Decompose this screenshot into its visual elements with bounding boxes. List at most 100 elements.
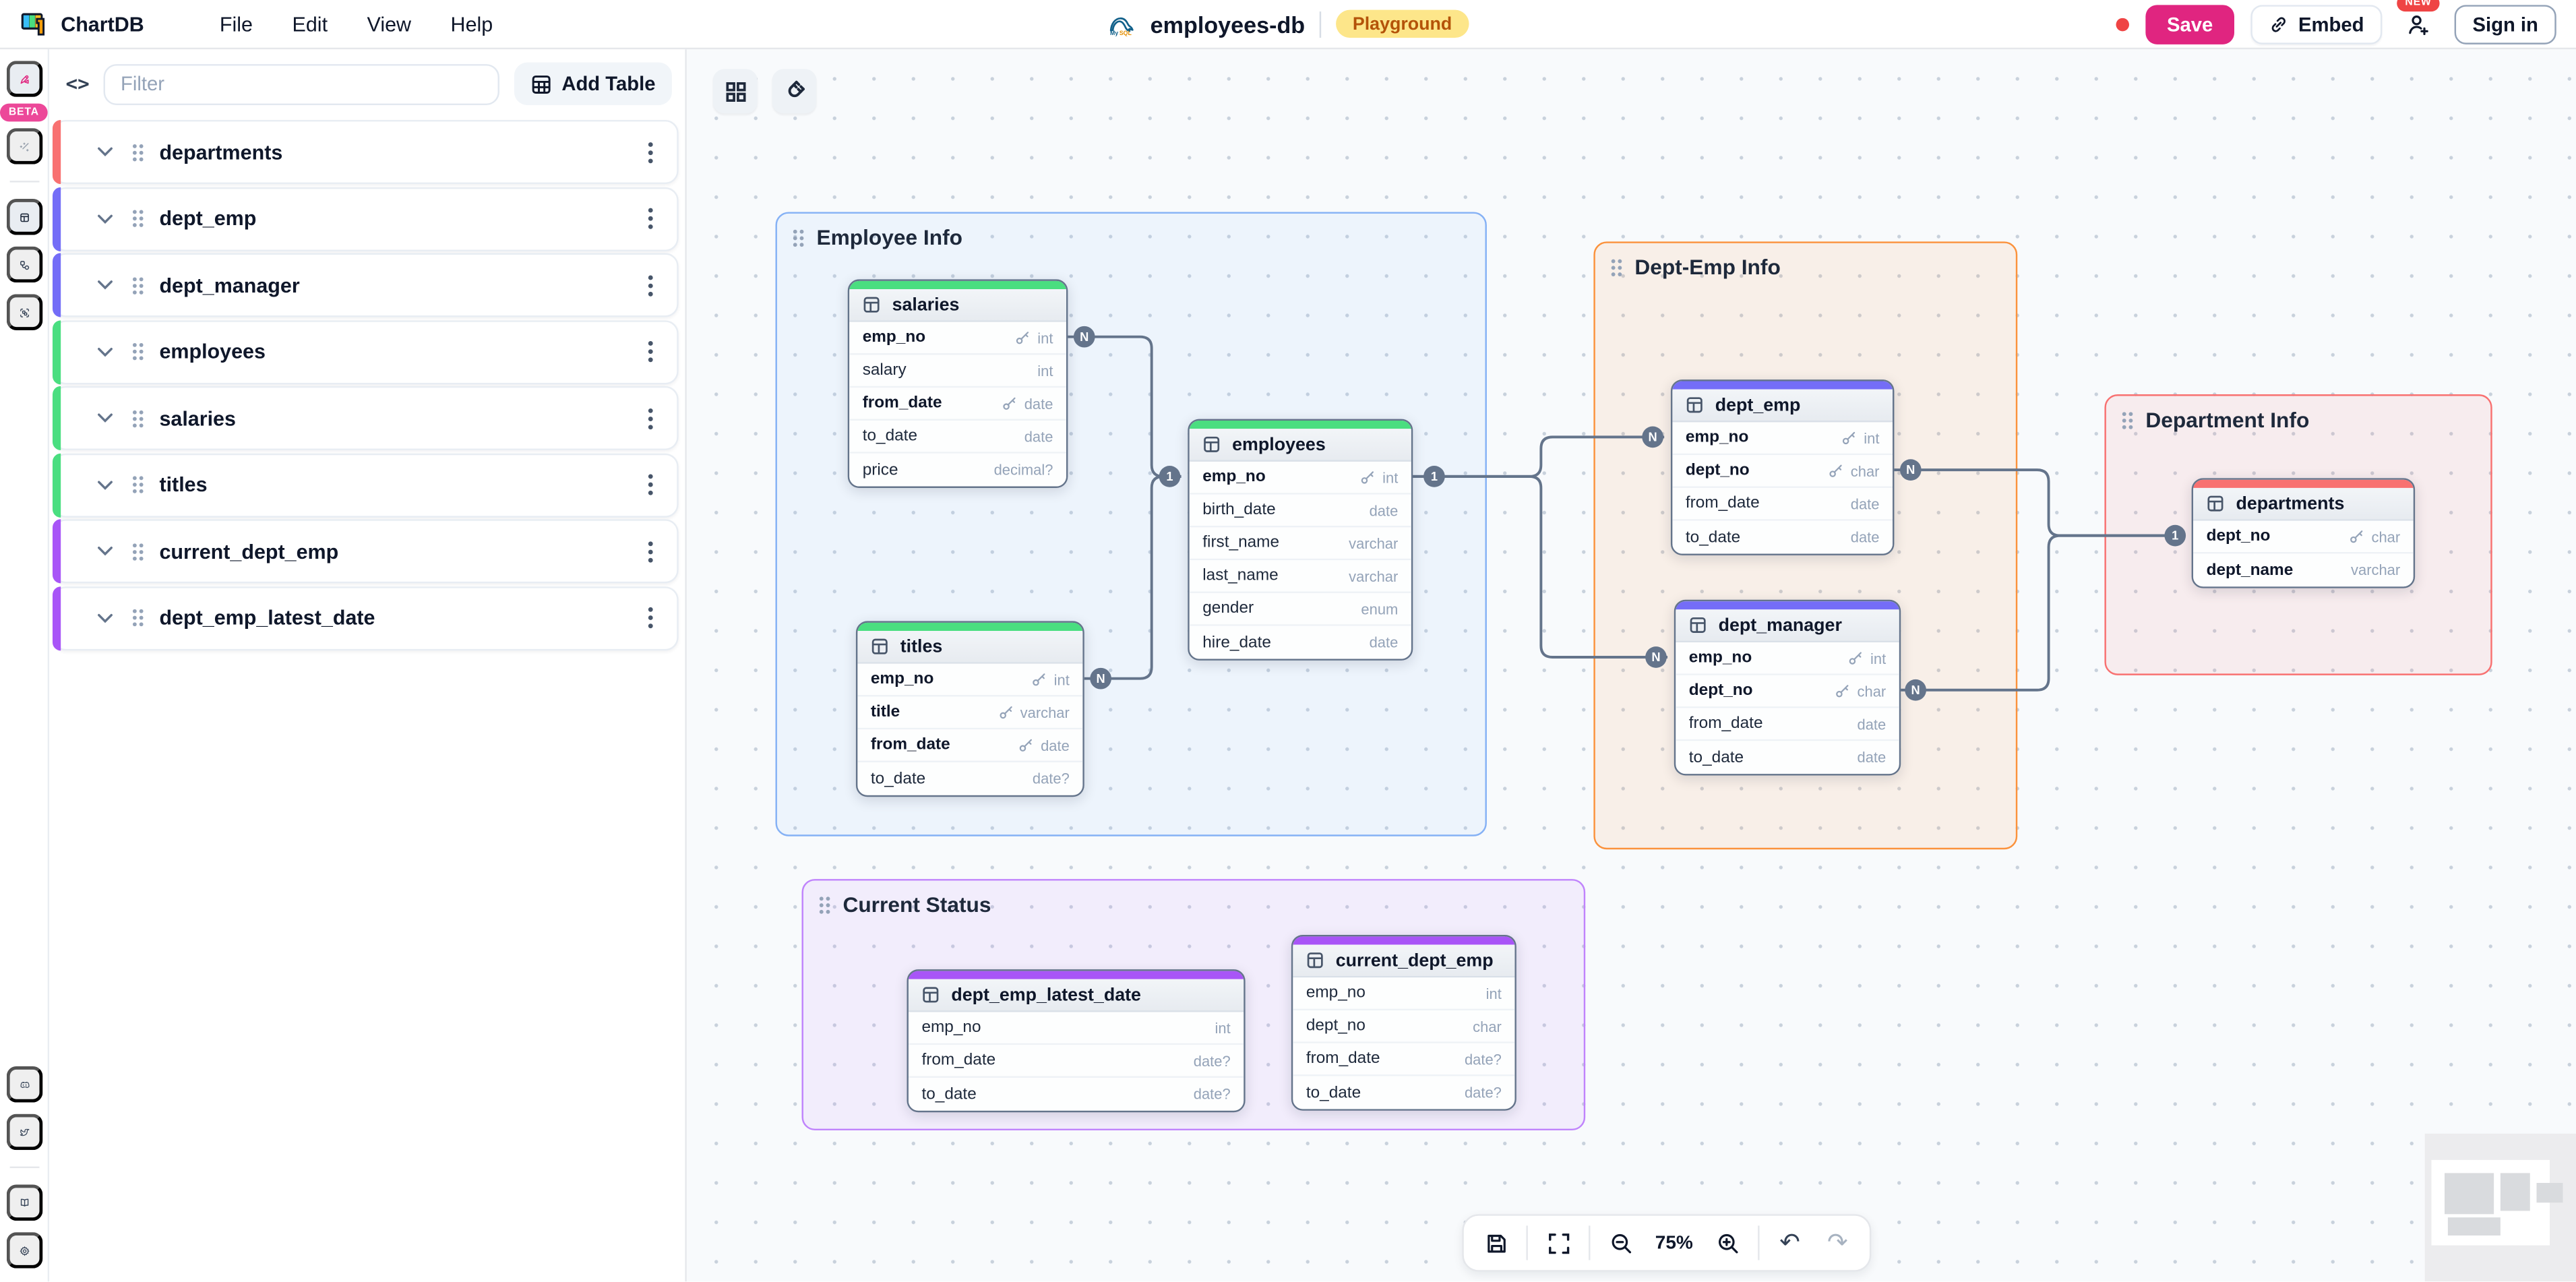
table-list-item[interactable]: dept_manager xyxy=(53,253,679,317)
menu-edit[interactable]: Edit xyxy=(276,6,344,42)
group-area-label[interactable]: Department Info xyxy=(2121,408,2490,432)
invite-user-button[interactable]: NEW xyxy=(2397,0,2440,44)
table-node-header[interactable]: dept_emp_latest_date xyxy=(908,979,1244,1012)
redo-button[interactable]: ↷ xyxy=(1815,1221,1860,1265)
filter-input[interactable] xyxy=(104,63,499,104)
table-menu-button[interactable] xyxy=(641,470,661,499)
table-list-item[interactable]: dept_emp_latest_date xyxy=(53,585,679,650)
rail-tables-icon[interactable] xyxy=(5,198,42,235)
table-list-item[interactable]: dept_emp xyxy=(53,186,679,251)
save-diagram-button[interactable] xyxy=(1473,1221,1518,1265)
rail-relationships-icon[interactable] xyxy=(5,246,42,283)
rail-discord-icon[interactable] xyxy=(5,1066,42,1103)
table-menu-button[interactable] xyxy=(641,603,661,633)
table-node-header[interactable]: salaries xyxy=(849,289,1066,322)
chartdb-logo-button[interactable]: ChartDB xyxy=(20,4,160,44)
save-button[interactable]: Save xyxy=(2145,4,2234,44)
table-node-header[interactable]: employees xyxy=(1189,429,1411,462)
table-list-item[interactable]: employees xyxy=(53,319,679,384)
table-node-header[interactable]: dept_manager xyxy=(1676,609,1899,643)
expand-chevron-icon[interactable] xyxy=(94,609,117,627)
rail-diagram-editor-icon[interactable] xyxy=(5,61,42,97)
group-area-label[interactable]: Employee Info xyxy=(792,225,1485,250)
expand-chevron-icon[interactable] xyxy=(94,276,117,295)
table-node-header[interactable]: current_dept_emp xyxy=(1293,944,1515,978)
rail-twitter-icon[interactable] xyxy=(5,1113,42,1151)
auto-arrange-button[interactable] xyxy=(712,69,758,114)
table-menu-button[interactable] xyxy=(641,138,661,167)
expand-chevron-icon[interactable] xyxy=(94,342,117,361)
drag-handle-icon[interactable] xyxy=(131,209,145,228)
menu-file[interactable]: File xyxy=(204,6,270,42)
table-menu-button[interactable] xyxy=(641,270,661,300)
sign-in-button[interactable]: Sign in xyxy=(2454,4,2556,44)
drag-handle-icon[interactable] xyxy=(131,142,145,162)
drag-handle-icon[interactable] xyxy=(131,342,145,361)
rail-select-area-icon[interactable] xyxy=(5,294,42,330)
table-list-item[interactable]: current_dept_emp xyxy=(53,519,679,584)
code-view-icon[interactable]: <> xyxy=(65,72,90,96)
table-node-header[interactable]: departments xyxy=(2193,487,2414,521)
table-node-header[interactable]: dept_emp xyxy=(1672,389,1893,423)
drag-handle-icon[interactable] xyxy=(131,408,145,428)
menu-help[interactable]: Help xyxy=(434,6,509,42)
table-node-header[interactable]: titles xyxy=(857,631,1083,664)
rail-settings-icon[interactable] xyxy=(5,1232,42,1269)
expand-chevron-icon[interactable] xyxy=(94,409,117,427)
minimap[interactable] xyxy=(2424,1133,2576,1282)
rail-magic-wand-icon[interactable] xyxy=(5,128,42,164)
menu-view[interactable]: View xyxy=(350,6,427,42)
drag-handle-icon[interactable] xyxy=(131,475,145,494)
diagram-title[interactable]: employees-db xyxy=(1150,10,1306,37)
table-menu-button[interactable] xyxy=(641,204,661,233)
table-list-item[interactable]: titles xyxy=(53,452,679,517)
table-list-item[interactable]: departments xyxy=(53,119,679,184)
expand-chevron-icon[interactable] xyxy=(94,542,117,560)
table-menu-button[interactable] xyxy=(641,403,661,433)
rail-docs-icon[interactable] xyxy=(5,1184,42,1221)
group-area-label[interactable]: Dept-Emp Info xyxy=(1610,255,2016,279)
drag-handle-icon[interactable] xyxy=(131,541,145,561)
expand-chevron-icon[interactable] xyxy=(94,143,117,161)
embed-button[interactable]: Embed xyxy=(2250,4,2383,44)
